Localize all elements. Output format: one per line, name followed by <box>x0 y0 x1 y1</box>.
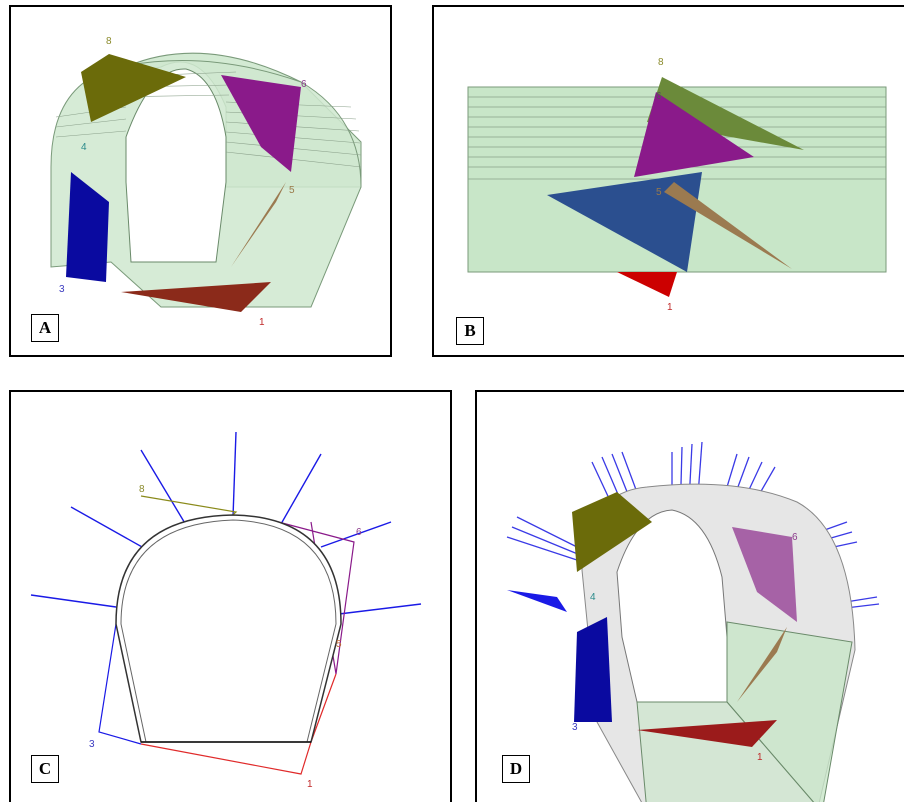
panel-label-c: C <box>31 755 59 783</box>
tunnel-section <box>115 514 342 743</box>
label-5: 5 <box>336 639 342 650</box>
block-5 <box>737 627 787 702</box>
block-5 <box>664 182 792 269</box>
label-1: 1 <box>259 317 265 328</box>
panel-label-d: D <box>502 755 530 783</box>
label-6: 6 <box>356 527 362 538</box>
label-6: 6 <box>792 532 798 543</box>
label-1: 1 <box>757 752 763 763</box>
label-1: 1 <box>307 779 313 790</box>
block-1 <box>617 272 677 297</box>
block-8 <box>647 77 804 150</box>
panel-label-b: B <box>456 317 484 345</box>
panel-a-drawing: 8 6 4 5 3 1 <box>50 36 362 328</box>
block-6 <box>221 75 301 172</box>
block-4 <box>547 172 702 272</box>
label-5: 5 <box>289 185 295 196</box>
block-4 <box>507 590 567 612</box>
block-3 <box>574 617 612 722</box>
block-8 <box>81 54 186 122</box>
panel-a: 8 6 4 5 3 1 A <box>9 5 392 357</box>
block-1 <box>121 282 271 312</box>
block-6 <box>732 527 797 622</box>
label-8: 8 <box>139 484 145 495</box>
label-1: 1 <box>667 302 673 313</box>
panel-label-a: A <box>31 314 59 342</box>
block-1 <box>637 720 777 747</box>
block-1-outline <box>140 673 337 775</box>
block-6 <box>634 92 754 177</box>
block-3 <box>66 172 109 282</box>
panel-b-drawing: 8 6 5 1 <box>467 57 887 313</box>
panel-d: 3 4 6 1 D <box>475 390 904 802</box>
block-8 <box>572 492 652 572</box>
panel-c: 8 6 5 3 1 C <box>9 390 452 802</box>
panel-c-drawing: 8 6 5 3 1 <box>30 431 422 790</box>
label-6: 6 <box>656 91 662 102</box>
panel-b: 8 6 5 1 B <box>432 5 904 357</box>
label-8: 8 <box>106 36 112 47</box>
block-5 <box>231 182 286 267</box>
label-4: 4 <box>81 142 87 153</box>
label-8: 8 <box>658 57 664 68</box>
block-3-outline <box>98 623 142 745</box>
rock-bolts <box>30 431 422 615</box>
label-5: 5 <box>656 187 662 198</box>
label-3: 3 <box>59 284 65 295</box>
label-3: 3 <box>89 739 95 750</box>
label-3: 3 <box>572 722 578 733</box>
label-4: 4 <box>590 592 596 603</box>
label-6: 6 <box>301 79 307 90</box>
panel-d-drawing: 3 4 6 1 <box>506 441 880 802</box>
